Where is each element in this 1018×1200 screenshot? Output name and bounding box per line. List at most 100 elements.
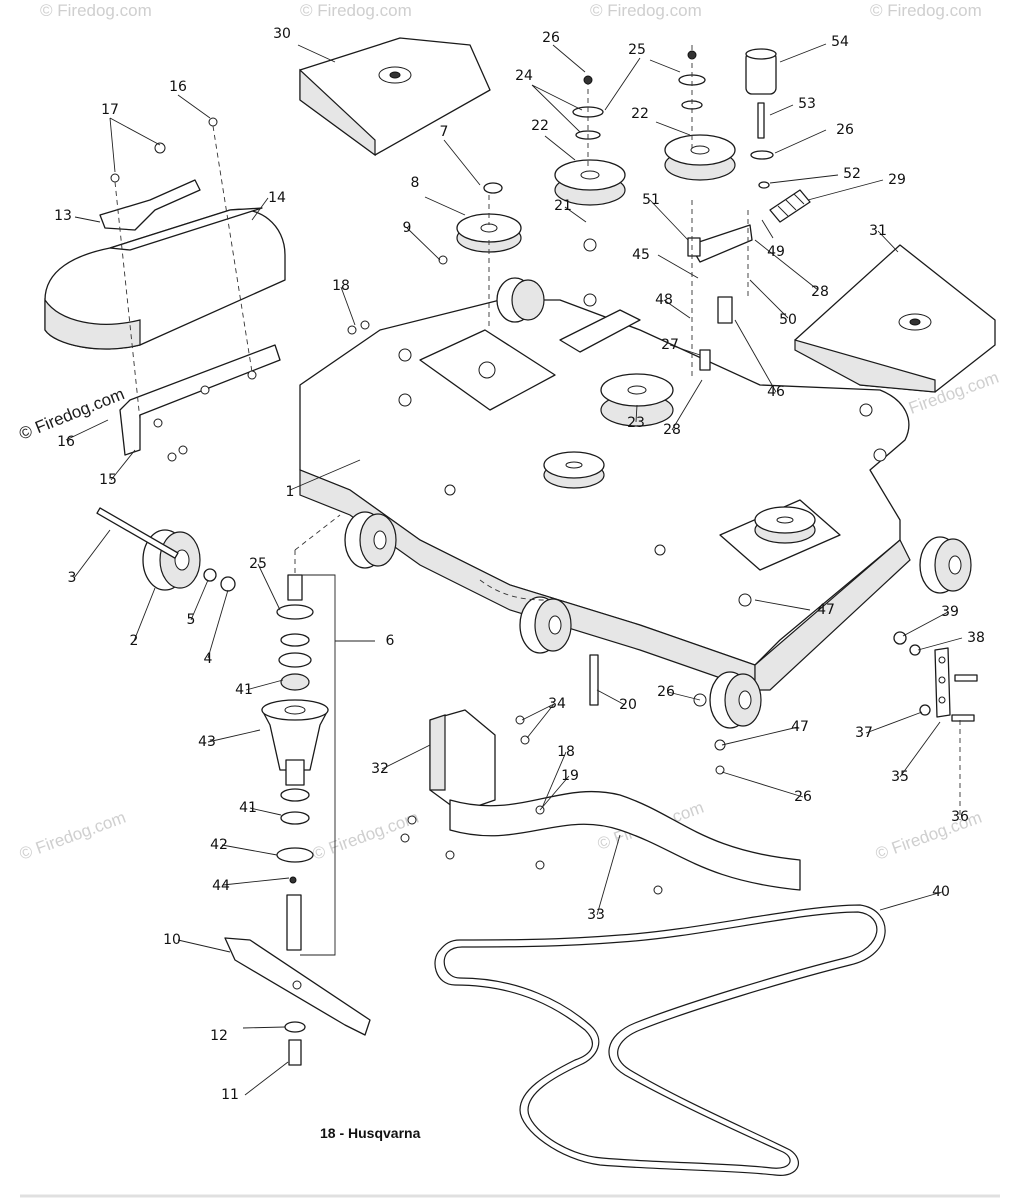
- deck-hardware: [294, 238, 887, 706]
- spindle-pulley-center: [543, 451, 605, 489]
- callout-6: 6: [386, 633, 395, 649]
- callout-14: 14: [268, 190, 286, 206]
- callout-43: 43: [198, 734, 216, 750]
- callout-28-right: 28: [811, 284, 829, 300]
- spring-29: [769, 189, 811, 223]
- callout-45: 45: [632, 247, 650, 263]
- drive-belt-40: [434, 904, 886, 1176]
- watermark-top-far-right: © Firedog.com: [870, 1, 982, 20]
- deflector-bracket-15: [119, 344, 281, 456]
- callout-42: 42: [210, 837, 228, 853]
- callout-22-left: 22: [531, 118, 549, 134]
- callout-2: 2: [130, 633, 139, 649]
- callout-34: 34: [548, 696, 566, 712]
- height-link: [893, 631, 978, 820]
- callout-32: 32: [371, 761, 389, 777]
- callout-10: 10: [163, 932, 181, 948]
- callout-38: 38: [967, 630, 985, 646]
- baffle-hardware: [400, 693, 726, 895]
- callout-1: 1: [286, 484, 295, 500]
- spindle-assembly-6: [261, 574, 336, 956]
- callout-26-right: 26: [836, 122, 854, 138]
- belt-cover-30: [299, 37, 491, 157]
- callout-11: 11: [221, 1087, 239, 1103]
- callout-31: 31: [869, 223, 887, 239]
- callout-18-left: 18: [332, 278, 350, 294]
- discharge-chute-14: [44, 207, 286, 350]
- callout-9: 9: [403, 220, 412, 236]
- callout-26-wheel: 26: [657, 684, 675, 700]
- nut-7: [483, 182, 503, 330]
- chute-hardware: [110, 117, 257, 462]
- callout-30: 30: [273, 26, 291, 42]
- callout-12: 12: [210, 1028, 228, 1044]
- callout-29: 29: [888, 172, 906, 188]
- callout-16-top: 16: [169, 79, 187, 95]
- callout-41-lower: 41: [239, 800, 257, 816]
- callout-41-upper: 41: [235, 682, 253, 698]
- pulley-8: [456, 213, 522, 253]
- idler-arm-45: [687, 200, 753, 380]
- callout-7: 7: [440, 124, 449, 140]
- deck-wheel-front-left: [519, 596, 572, 654]
- callout-33: 33: [587, 907, 605, 923]
- callout-47-lower: 47: [791, 719, 809, 735]
- callout-26-lower: 26: [794, 789, 812, 805]
- callout-44: 44: [212, 878, 230, 894]
- belt-cover-31: [794, 244, 996, 393]
- callout-47-deck: 47: [817, 602, 835, 618]
- watermark-low-left: © Firedog.com: [17, 808, 128, 864]
- callout-28-center: 28: [663, 422, 681, 438]
- spindle-pulley-right: [754, 506, 816, 544]
- gauge-wheel-2: [96, 507, 236, 592]
- callout-3: 3: [68, 570, 77, 586]
- callout-24: 24: [515, 68, 533, 84]
- callout-15: 15: [99, 472, 117, 488]
- baffle-33: [449, 790, 801, 891]
- deck-wheel-left: [344, 511, 397, 569]
- pulley-22-right: [664, 134, 736, 181]
- callout-4: 4: [204, 651, 213, 667]
- blade-10: [224, 937, 371, 1066]
- watermark-top-right: © Firedog.com: [590, 1, 702, 20]
- pulley-22-left: [554, 159, 626, 206]
- callouts: 30 26 25 54 24 16 53 17 22 22 7 26 52 29…: [54, 26, 985, 1103]
- callout-48: 48: [655, 292, 673, 308]
- callout-52: 52: [843, 166, 861, 182]
- watermark-top-mid: © Firedog.com: [300, 1, 412, 20]
- callout-39: 39: [941, 604, 959, 620]
- callout-19: 19: [561, 768, 579, 784]
- callout-21: 21: [554, 198, 572, 214]
- callout-25-spindle: 25: [249, 556, 267, 572]
- cap-54-bolt-53: [745, 48, 777, 189]
- deck-wheel-rear: [496, 277, 545, 323]
- callout-8: 8: [411, 175, 420, 191]
- callout-54: 54: [831, 34, 849, 50]
- callout-46: 46: [767, 384, 785, 400]
- callout-13: 13: [54, 208, 72, 224]
- deck-wheel-right: [919, 536, 972, 594]
- callout-51: 51: [642, 192, 660, 208]
- callout-5: 5: [187, 612, 196, 628]
- callout-50: 50: [779, 312, 797, 328]
- callout-26-top: 26: [542, 30, 560, 46]
- callout-22-right: 22: [631, 106, 649, 122]
- callout-17: 17: [101, 102, 119, 118]
- callout-23: 23: [627, 415, 645, 431]
- mower-deck-1: [299, 299, 911, 691]
- callout-49: 49: [767, 244, 785, 260]
- callout-37: 37: [855, 725, 873, 741]
- callout-35: 35: [891, 769, 909, 785]
- callout-27: 27: [661, 337, 679, 353]
- callout-25-top: 25: [628, 42, 646, 58]
- watermark-top-left: © Firedog.com: [40, 1, 152, 20]
- figure-caption: 18 - Husqvarna: [320, 1125, 421, 1141]
- callout-53: 53: [798, 96, 816, 112]
- deck-wheel-front-right: [709, 671, 762, 729]
- baffle-32: [429, 709, 496, 813]
- callout-18-baffle: 18: [557, 744, 575, 760]
- callout-16-left: 16: [57, 434, 75, 450]
- callout-20: 20: [619, 697, 637, 713]
- pivot-bracket-13: [99, 179, 201, 231]
